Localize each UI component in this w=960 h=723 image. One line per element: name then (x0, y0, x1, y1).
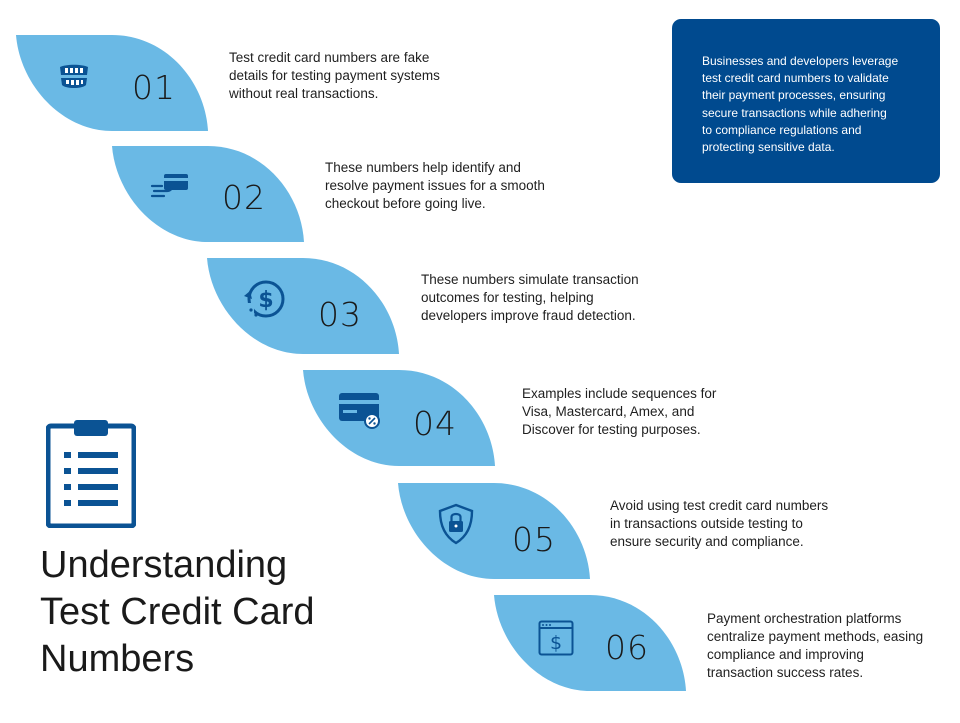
card-payment-hand-icon (150, 174, 188, 198)
step-description-4: Examples include sequences for Visa, Mas… (522, 386, 717, 437)
step-number-6: 06 (605, 628, 649, 667)
discount-card-icon (339, 393, 380, 429)
page-title: Understanding Test Credit Card Numbers (40, 544, 315, 680)
step-description-2: These numbers help identify and resolve … (325, 160, 545, 211)
dollar-browser-icon: $ (538, 620, 574, 656)
step-number-4: 04 (413, 404, 457, 443)
leaf-2 (112, 146, 304, 242)
svg-text:$: $ (550, 632, 562, 654)
step-number-5: 05 (512, 520, 556, 559)
teeth-icon (60, 64, 88, 88)
leaf-5 (398, 483, 590, 579)
info-box: Businesses and developers leverage test … (672, 19, 940, 183)
leaf-6 (494, 595, 686, 691)
svg-text:$: $ (258, 288, 273, 313)
step-number-3: 03 (318, 295, 362, 334)
leaf-4 (303, 370, 495, 466)
step-description-5: Avoid using test credit card numbers in … (610, 498, 829, 549)
step-description-3: These numbers simulate transaction outco… (421, 272, 639, 323)
security-shield-lock-icon (438, 503, 474, 545)
step-description-1: Test credit card numbers are fake detail… (229, 50, 440, 101)
step-number-2: 02 (222, 178, 266, 217)
step-number-1: 01 (132, 68, 176, 107)
leaf-1 (16, 35, 208, 131)
leaf-3 (207, 258, 399, 354)
step-description-6: Payment orchestration platforms centrali… (707, 611, 924, 680)
info-box-text: Businesses and developers leverage test … (702, 54, 899, 155)
clipboard-icon (46, 420, 136, 528)
dollar-refresh-icon: $ (244, 280, 285, 318)
